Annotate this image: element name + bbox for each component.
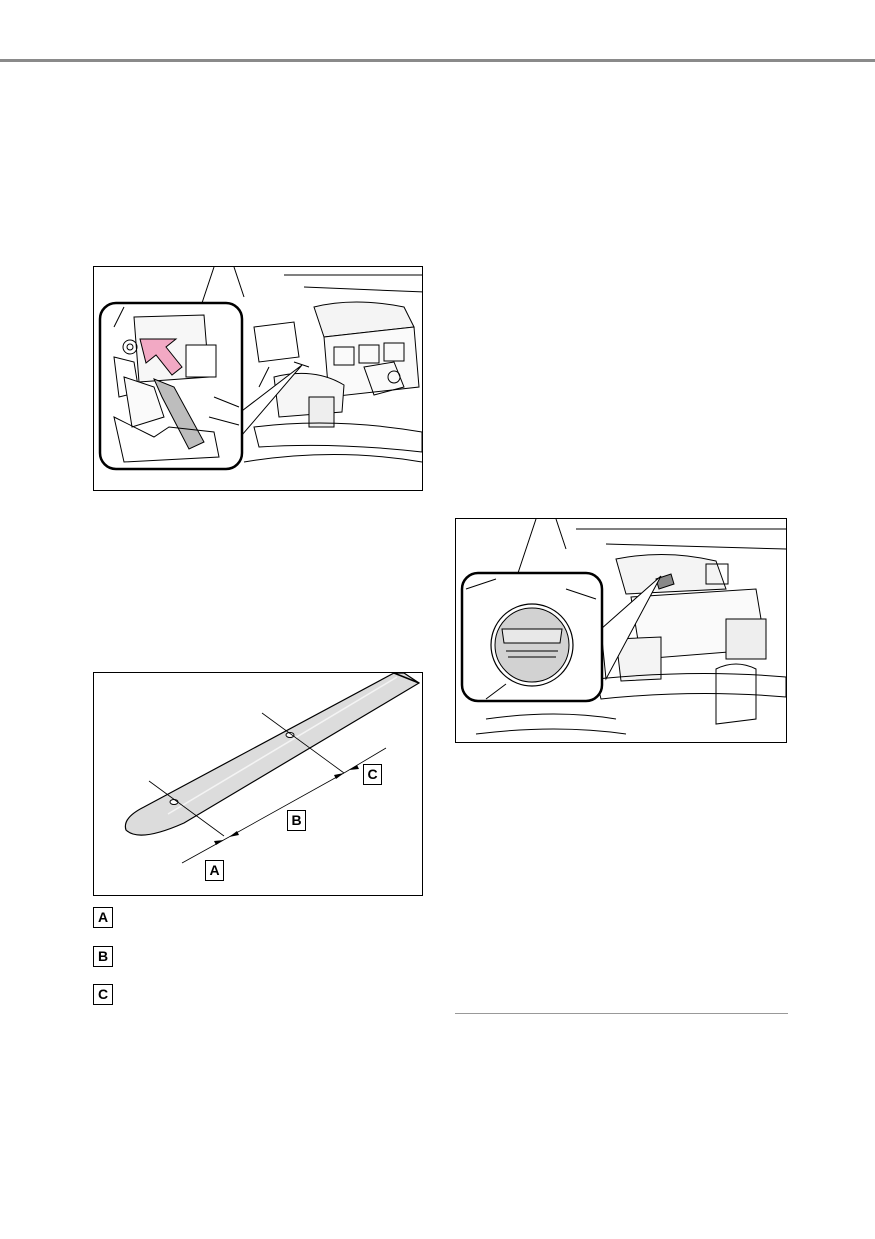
legend-key-a: A xyxy=(93,907,113,928)
header-rule xyxy=(0,59,875,62)
figure-oil-filler-cap xyxy=(455,518,787,743)
footer-rule xyxy=(455,1013,788,1014)
legend-key-c: C xyxy=(93,984,113,1005)
dipstick-illustration xyxy=(124,673,421,864)
oil-cap-illustration xyxy=(460,519,786,735)
figure-dipstick-levels: A B C xyxy=(93,672,423,896)
pink-arrow-icon xyxy=(139,338,183,376)
figure-dipstick-removal xyxy=(93,266,423,491)
label-b: B xyxy=(287,810,306,831)
engine-bay-illustration xyxy=(98,267,422,471)
label-c: C xyxy=(363,764,382,785)
legend-key-b: B xyxy=(93,946,113,967)
label-a: A xyxy=(205,860,224,881)
